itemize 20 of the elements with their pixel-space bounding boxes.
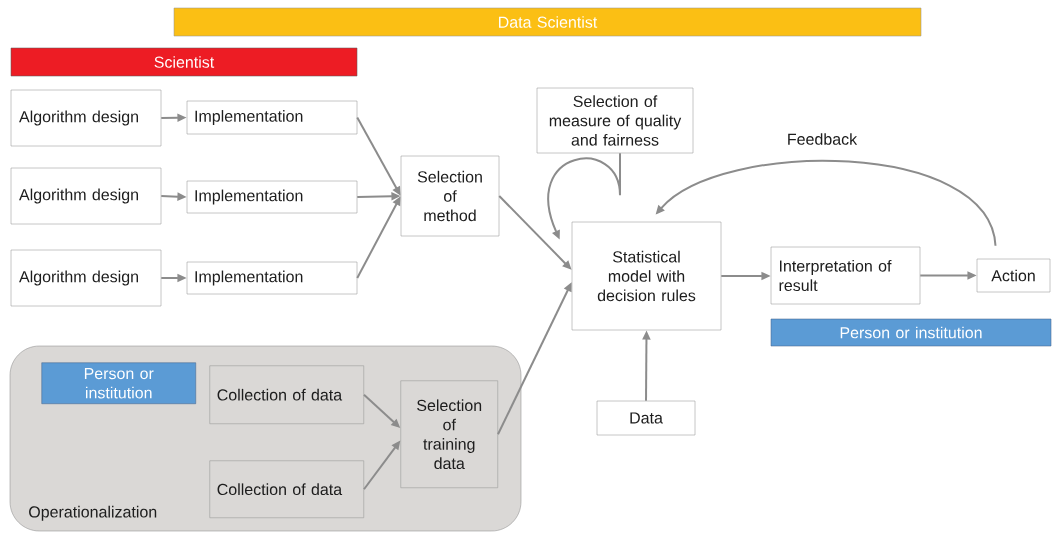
role-bar: Person or institution: [41, 362, 196, 404]
process-box: Collection of data: [209, 460, 364, 518]
edge-label: Feedback: [785, 131, 859, 147]
process-box: Interpretation of result: [770, 246, 921, 305]
process-box: Selection of measure of quality and fairness: [536, 87, 694, 154]
process-box: Selection of method: [400, 155, 500, 237]
process-box: Selection of training data: [400, 380, 498, 488]
process-box: Algorithm design: [10, 249, 162, 307]
process-box: Statistical model with decision rules: [571, 221, 722, 331]
process-box: Data: [596, 400, 696, 436]
process-box: Algorithm design: [10, 89, 162, 147]
role-bar: Data Scientist: [173, 7, 922, 37]
process-box: Implementation: [186, 261, 358, 295]
process-box: Collection of data: [209, 365, 364, 424]
role-bar: Person or institution: [770, 318, 1052, 347]
process-box: Action: [976, 258, 1051, 293]
process-box: Algorithm design: [10, 167, 162, 225]
process-box: Implementation: [186, 100, 358, 135]
process-box: Implementation: [186, 180, 358, 214]
role-bar: Scientist: [10, 47, 358, 77]
